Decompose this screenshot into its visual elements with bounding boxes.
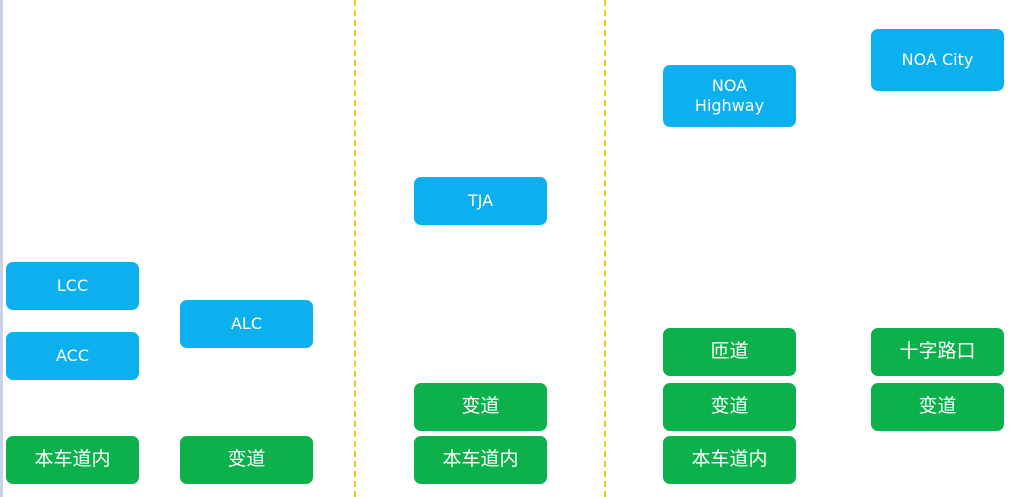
scenario-ramp: 匝道 xyxy=(663,328,796,376)
left-edge-border xyxy=(0,0,3,497)
feature-lcc: LCC xyxy=(6,262,139,310)
feature-noa-highway: NOA Highway xyxy=(663,65,796,127)
feature-alc: ALC xyxy=(180,300,313,348)
scenario-in-lane: 本车道内 xyxy=(6,436,139,484)
scenario-lane-change: 变道 xyxy=(180,436,313,484)
scenario-in-lane: 本车道内 xyxy=(414,436,547,484)
feature-acc: ACC xyxy=(6,332,139,380)
scenario-lane-change: 变道 xyxy=(871,383,1004,431)
scenario-lane-change: 变道 xyxy=(414,383,547,431)
section-divider-1 xyxy=(354,0,356,497)
scenario-lane-change: 变道 xyxy=(663,383,796,431)
scenario-intersection: 十字路口 xyxy=(871,328,1004,376)
feature-noa-city: NOA City xyxy=(871,29,1004,91)
section-divider-2 xyxy=(604,0,606,497)
feature-tja: TJA xyxy=(414,177,547,225)
scenario-in-lane: 本车道内 xyxy=(663,436,796,484)
